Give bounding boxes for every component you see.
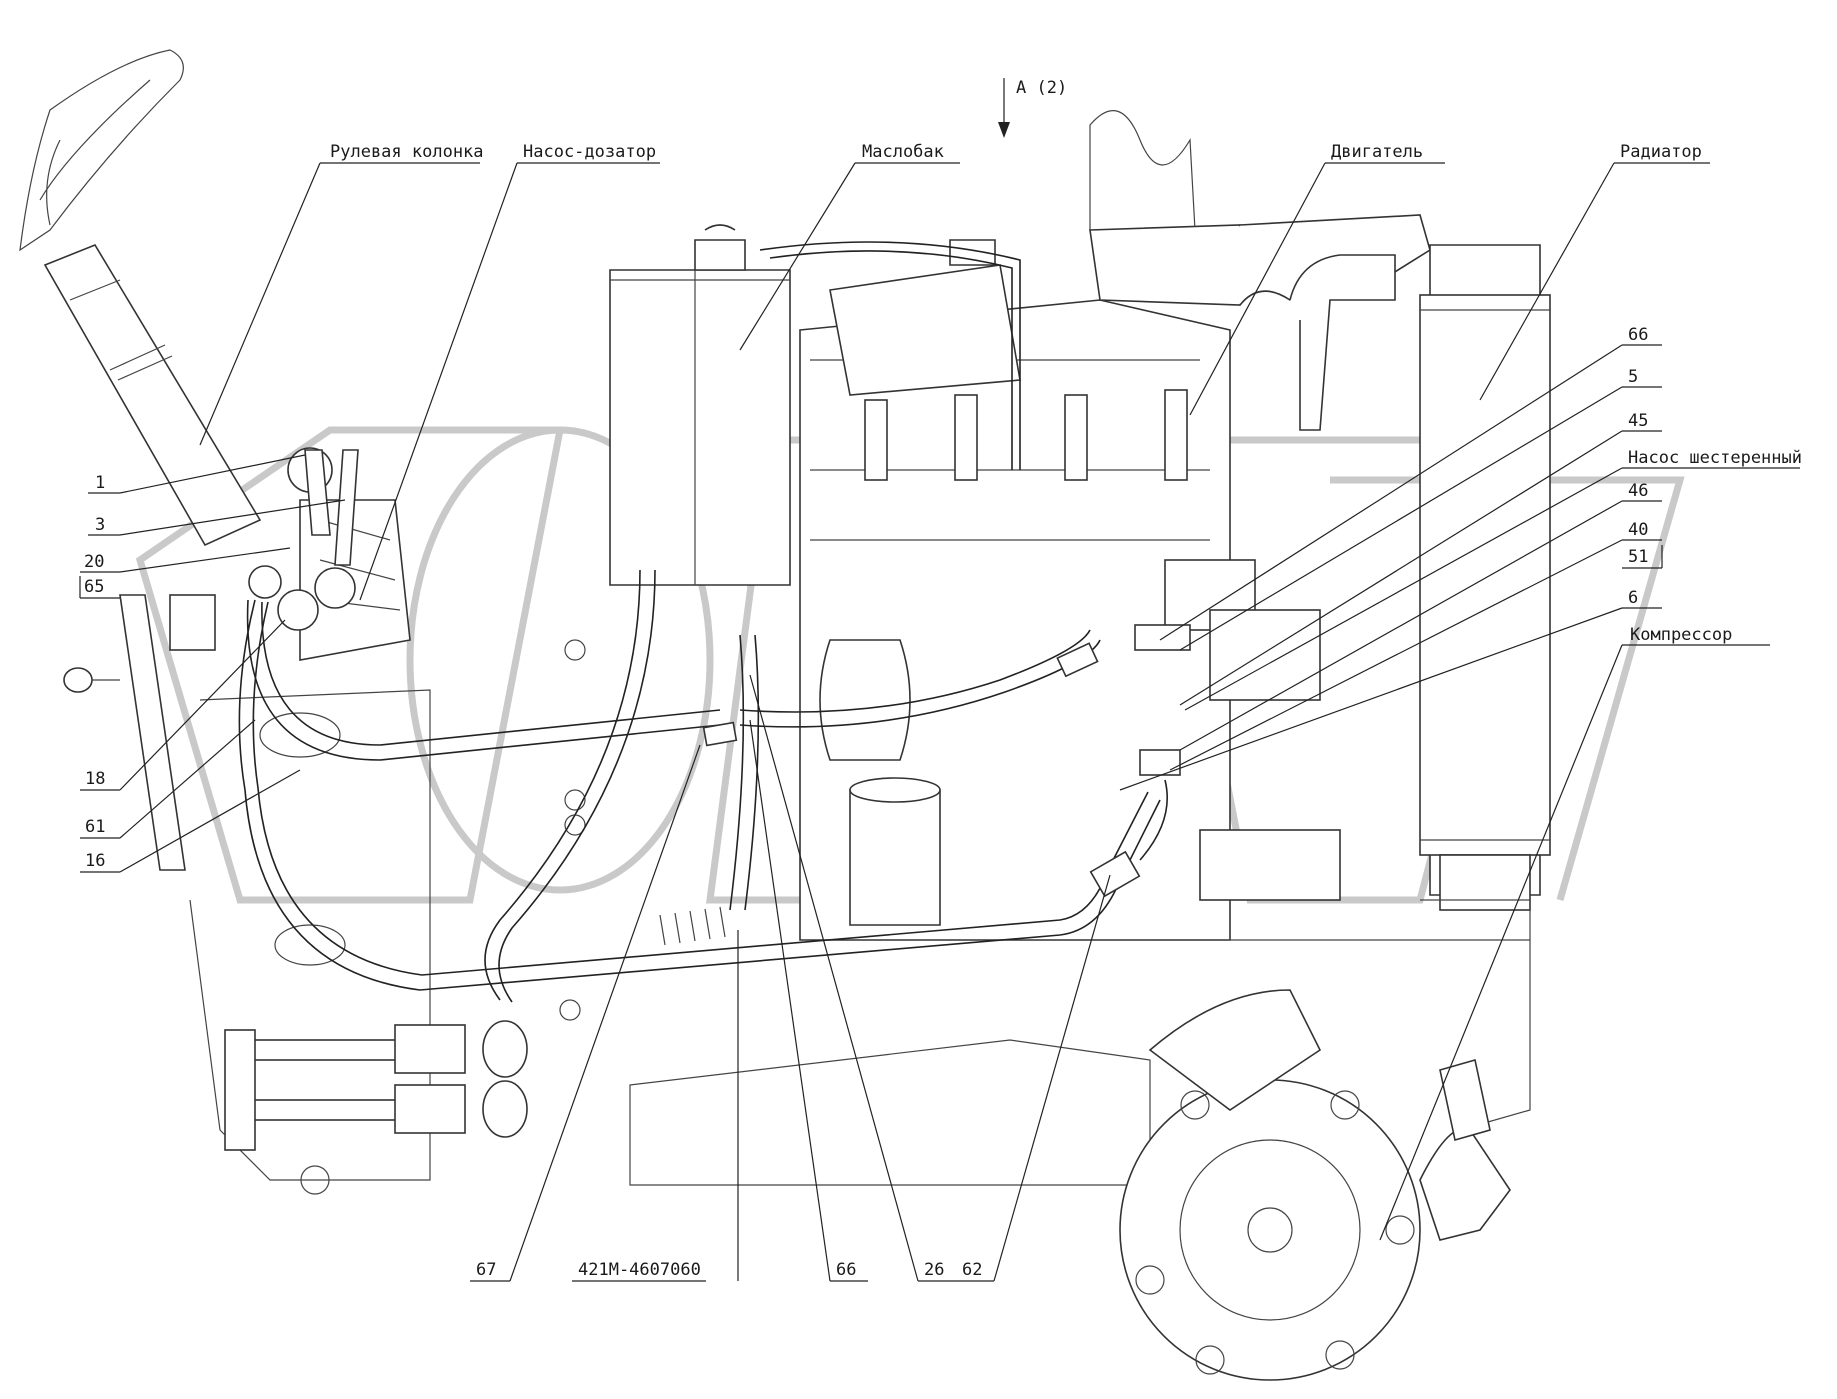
metering-pump-label: Насос-дозатор [523, 142, 656, 162]
callout-16: 16 [80, 769, 301, 873]
label-oil-tank: Маслобак [739, 142, 960, 351]
callout-16-number: 16 [85, 851, 105, 871]
hoses [238, 569, 1191, 1003]
callout-1: 1 [88, 454, 306, 494]
callout-61-number: 61 [85, 817, 105, 837]
callout-45: 45 [1179, 411, 1662, 706]
callout-6: 6 [1119, 588, 1662, 791]
quick-couplings [224, 1020, 528, 1151]
callout-3-number: 3 [95, 515, 105, 535]
callout-40-51: 40 51 [1169, 520, 1663, 771]
callout-20-65: 20 65 [79, 547, 291, 599]
transmission-housing [629, 939, 1531, 1381]
steering-wheel [19, 49, 184, 252]
gear-pump-label: Насос шестеренный [1628, 448, 1802, 468]
callout-6-number: 6 [1628, 588, 1638, 608]
callout-26: 26 [749, 674, 956, 1282]
view-marker: A (2) [998, 78, 1067, 138]
callout-3: 3 [88, 499, 346, 536]
intake-pipe [1089, 110, 1431, 431]
label-metering-pump: Насос-дозатор [359, 142, 660, 601]
view-marker-label: A (2) [1016, 78, 1067, 98]
compressor-label: Компрессор [1630, 625, 1732, 645]
callout-66-bottom-number: 66 [836, 1260, 856, 1280]
engine-block [759, 239, 1341, 941]
callout-1-number: 1 [95, 473, 105, 493]
callout-61: 61 [80, 719, 256, 839]
callout-45-number: 45 [1628, 411, 1648, 431]
callout-5-number: 5 [1628, 367, 1638, 387]
callout-421m: 421М-4607060 [572, 930, 739, 1282]
callout-20-number: 20 [84, 552, 104, 572]
label-engine: Двигатель [1189, 142, 1445, 416]
hose-fittings-left [248, 447, 359, 631]
callout-66-bottom: 66 [749, 719, 868, 1282]
callout-46: 46 [1179, 481, 1662, 751]
part-421m-label: 421М-4607060 [578, 1260, 701, 1280]
callout-65-number: 65 [84, 577, 104, 597]
radiator [1419, 244, 1551, 940]
frame-left [189, 639, 586, 1195]
label-radiator: Радиатор [1479, 142, 1710, 401]
callout-5: 5 [1179, 367, 1662, 651]
callout-66-top-number: 66 [1628, 325, 1648, 345]
callout-18-number: 18 [85, 769, 105, 789]
callout-26-number: 26 [924, 1260, 944, 1280]
callout-40-number: 40 [1628, 520, 1648, 540]
callout-51-number: 51 [1628, 547, 1648, 567]
label-compressor: Компрессор [1379, 625, 1770, 1241]
callout-67-number: 67 [476, 1260, 496, 1280]
control-lever [63, 594, 216, 871]
callout-67: 67 [470, 744, 701, 1282]
radiator-label: Радиатор [1620, 142, 1702, 162]
oil-tank-label: Маслобак [862, 142, 944, 162]
label-steering-column: Рулевая колонка [199, 142, 484, 446]
steering-column [43, 244, 262, 547]
steering-column-label: Рулевая колонка [330, 142, 484, 162]
engine-label: Двигатель [1331, 142, 1423, 162]
callout-62-number: 62 [962, 1260, 982, 1280]
callout-66-top: 66 [1159, 325, 1662, 641]
label-gear-pump: Насос шестеренный [1184, 448, 1802, 711]
callout-18: 18 [80, 619, 286, 791]
oil-tank [609, 224, 791, 586]
callout-62: 62 [956, 874, 1111, 1282]
callout-46-number: 46 [1628, 481, 1648, 501]
